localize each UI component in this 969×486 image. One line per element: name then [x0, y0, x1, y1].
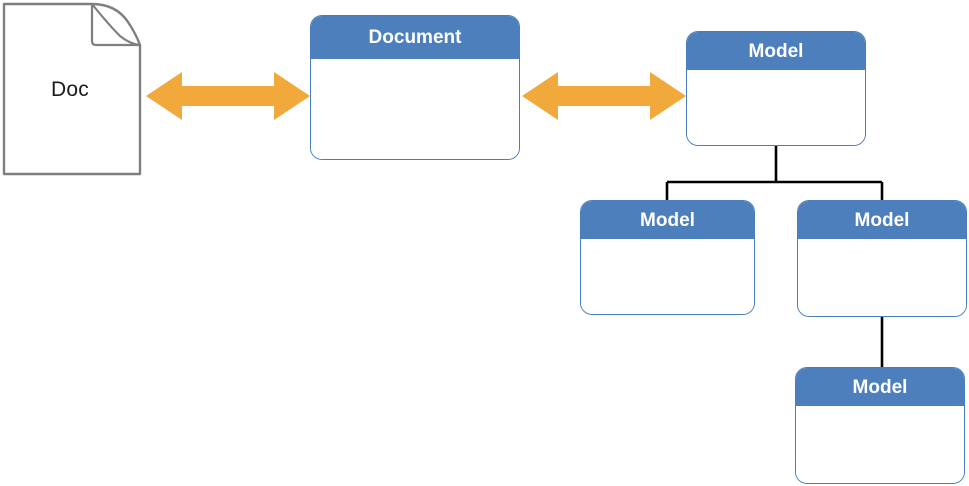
node-model-child-left-title: Model [581, 201, 754, 239]
node-model-child-right-body [798, 239, 966, 316]
node-model-child-left[interactable]: Model [580, 200, 755, 315]
arrow-doc-to-document[interactable] [146, 70, 310, 122]
arrow-document-to-model[interactable] [522, 70, 686, 122]
node-model-grandchild-body [796, 406, 964, 483]
node-model-child-right-title: Model [798, 201, 966, 239]
node-model-root[interactable]: Model [686, 31, 866, 146]
node-model-child-left-body [581, 239, 754, 314]
node-document[interactable]: Document [310, 15, 520, 160]
node-model-grandchild[interactable]: Model [795, 367, 965, 484]
doc-page-icon [2, 2, 142, 176]
double-headed-arrow-icon [146, 72, 310, 120]
node-model-grandchild-title: Model [796, 368, 964, 406]
doc-page-shape[interactable]: Doc [0, 0, 145, 178]
node-document-title: Document [311, 16, 519, 59]
node-model-child-right[interactable]: Model [797, 200, 967, 317]
node-model-root-title: Model [687, 32, 865, 70]
doc-label: Doc [51, 78, 89, 101]
node-document-body [311, 59, 519, 159]
node-model-root-body [687, 70, 865, 145]
double-headed-arrow-icon [522, 72, 686, 120]
